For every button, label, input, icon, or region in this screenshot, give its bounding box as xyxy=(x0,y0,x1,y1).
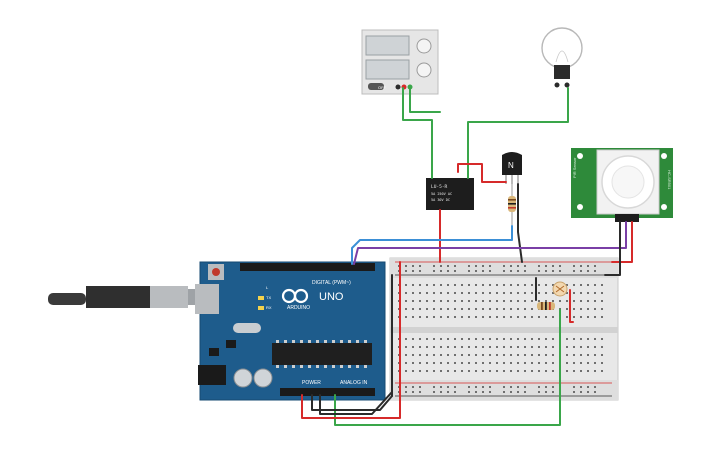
breadboard-holes xyxy=(398,265,603,393)
relay-line2: 5A 250V AC xyxy=(431,192,452,196)
arduino-logo: UNO ARDUINO xyxy=(281,288,344,311)
power-label: POWER xyxy=(302,380,321,386)
pir-right-text: HC-SR501 xyxy=(667,170,672,190)
light-bulb[interactable] xyxy=(541,27,583,88)
transistor-label: N xyxy=(508,161,514,170)
pir-left-text: PIR Sensor xyxy=(572,157,577,178)
power-supply[interactable]: OFF xyxy=(361,29,439,95)
resistor-ldr[interactable] xyxy=(537,302,555,310)
pir-sensor[interactable]: PIR Sensor HC-SR501 xyxy=(571,148,673,222)
analog-label: ANALOG IN xyxy=(340,380,368,386)
breadboard[interactable] xyxy=(389,257,619,401)
usb-cable[interactable] xyxy=(48,286,208,308)
relay-line1: LU-5-R xyxy=(431,184,448,190)
transistor[interactable]: N xyxy=(502,152,522,184)
led-rx-label: RX xyxy=(266,305,272,310)
digital-label: DIGITAL (PWM~) xyxy=(312,280,351,286)
power-button-label: OFF xyxy=(378,85,387,90)
led-tx-label: TX xyxy=(266,295,271,300)
relay[interactable]: LU-5-R 5A 250V AC 5A 30V DC xyxy=(426,178,474,210)
resistor-transistor[interactable] xyxy=(508,184,516,226)
model-label: UNO xyxy=(319,291,344,303)
wires xyxy=(301,87,633,426)
led-l-label: L xyxy=(266,285,269,290)
photoresistor[interactable] xyxy=(552,281,568,297)
relay-line3: 5A 30V DC xyxy=(431,198,450,202)
power-button[interactable] xyxy=(368,83,384,90)
brand-label: ARDUINO xyxy=(287,305,310,311)
arduino-board[interactable]: UNO ARDUINO DIGITAL (PWM~) POWER ANALOG … xyxy=(195,261,386,401)
